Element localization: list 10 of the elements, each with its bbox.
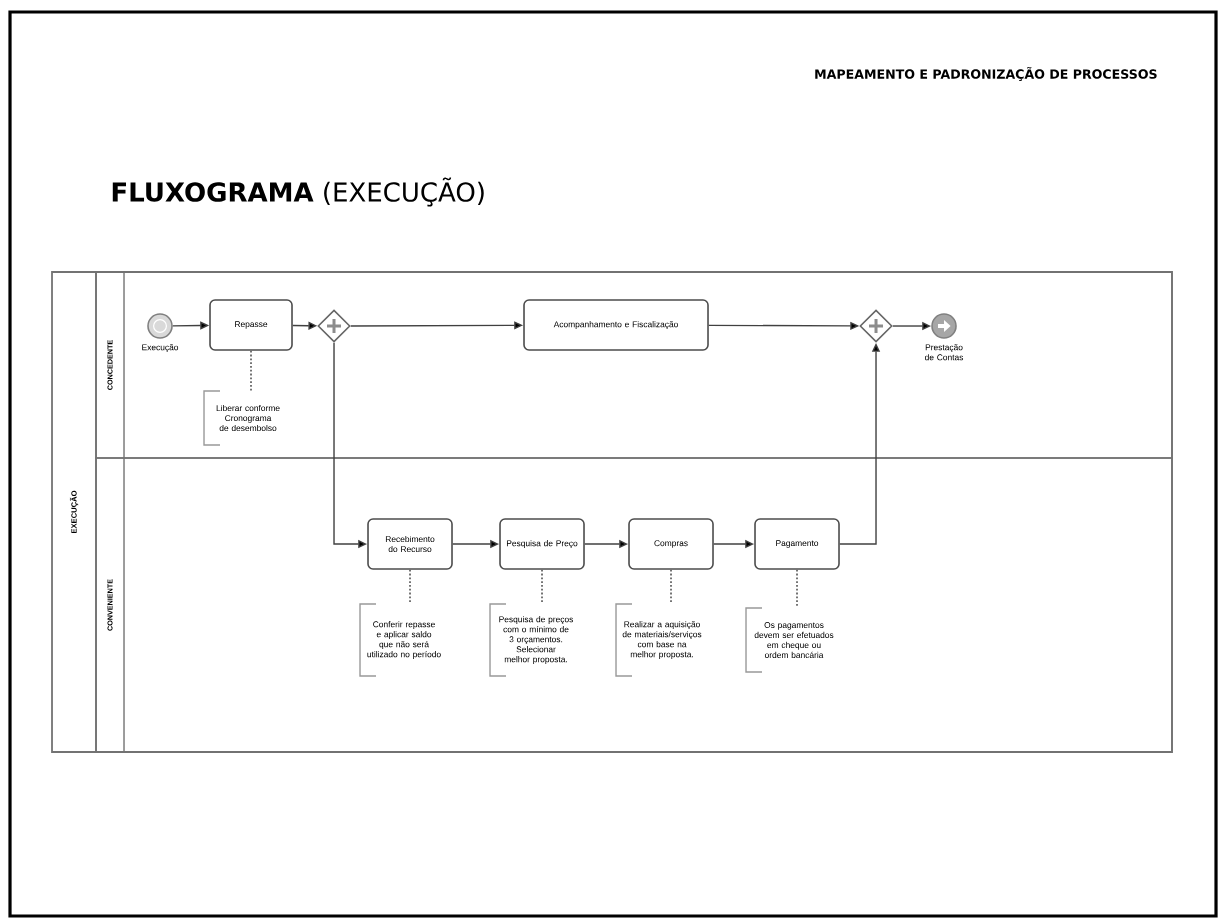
- association-line: [541, 568, 543, 605]
- association-line: [409, 568, 411, 605]
- gateway-diamond: [317, 309, 351, 343]
- association-line: [250, 349, 252, 392]
- association-line: [796, 568, 798, 609]
- start-event-circle: [147, 313, 173, 339]
- gateway-diamond: [859, 309, 893, 343]
- end-event-circle: [931, 313, 957, 339]
- title: FLUXOGRAMA (EXECUÇÃO): [112, 177, 484, 207]
- association-line: [670, 568, 672, 605]
